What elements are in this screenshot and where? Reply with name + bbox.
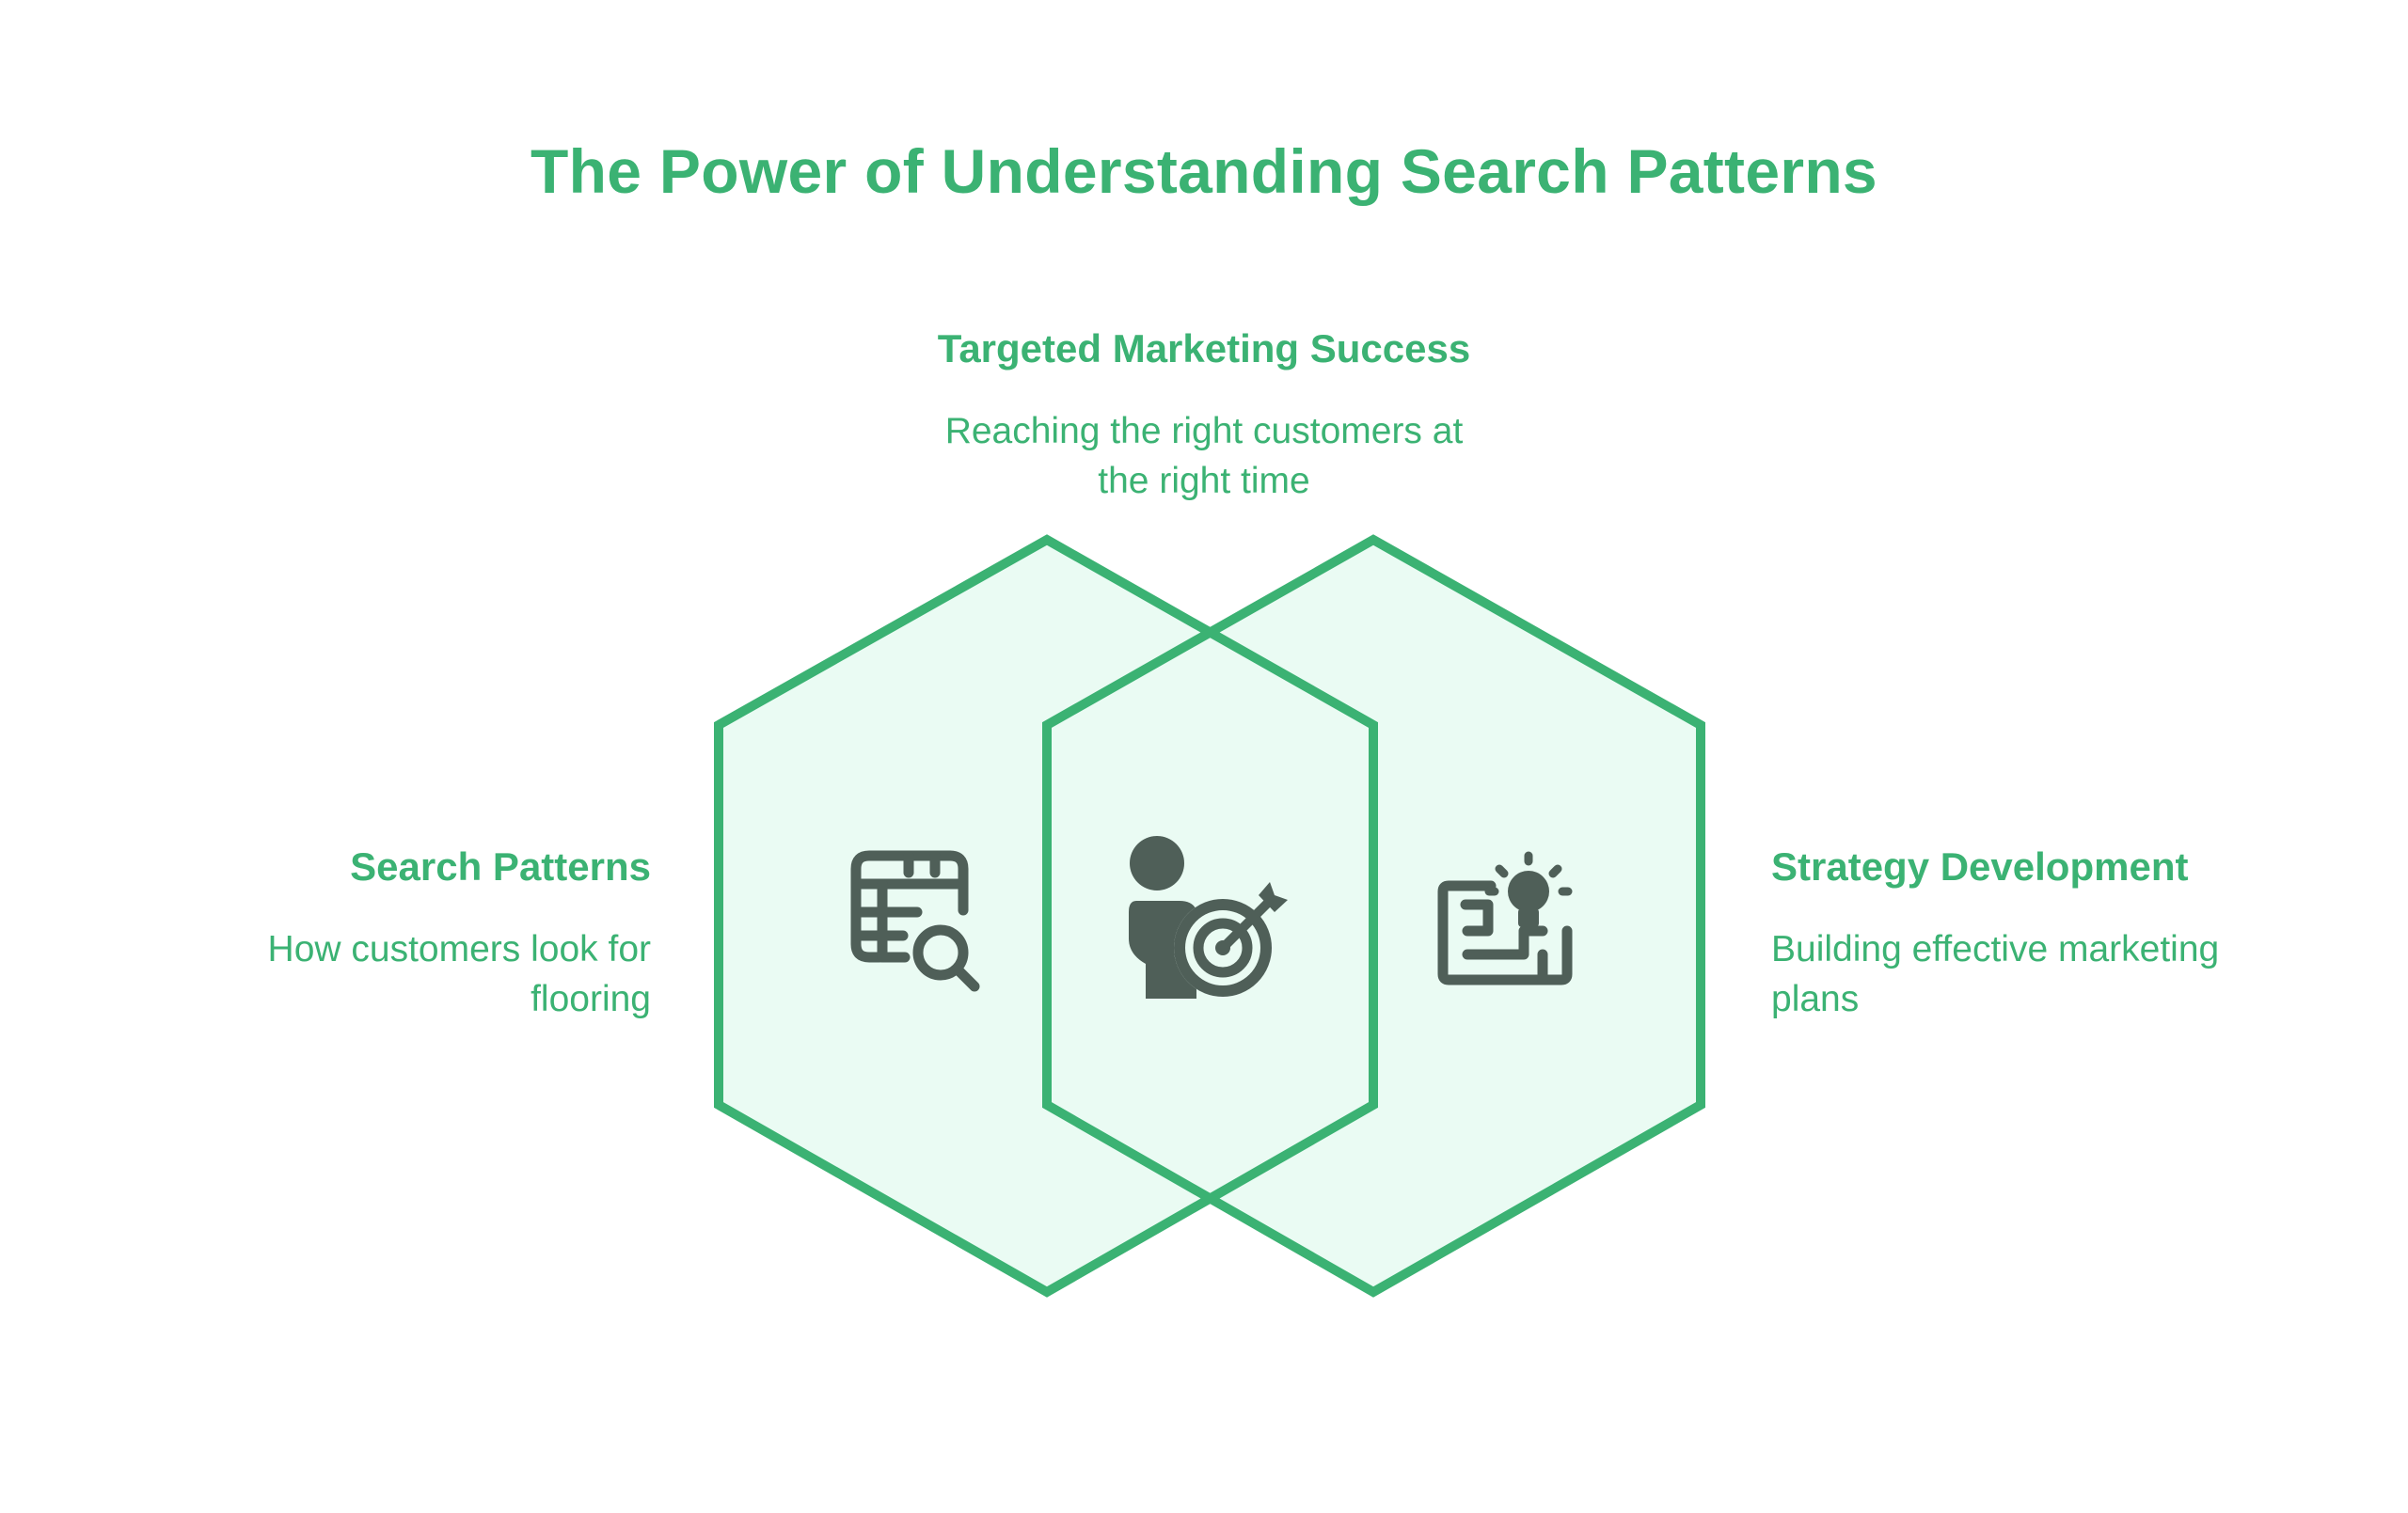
left-hexagon-outline [714,534,1378,1298]
strategy-development-block: Strategy Development Building effective … [1771,843,2219,1024]
search-patterns-desc: How customers look for flooring [268,924,651,1024]
targeted-marketing-label: Targeted Marketing Success [937,326,1471,370]
targeted-marketing-desc-line-1: Reaching the right customers at [944,411,1464,451]
person-target-icon [1129,836,1288,999]
targeted-marketing-block: Targeted Marketing Success Reaching the … [875,324,1533,506]
strategy-development-label: Strategy Development [1771,844,2189,889]
search-patterns-desc-line-1: How customers look for [267,929,651,969]
table-search-icon [850,850,980,992]
targeted-marketing-desc: Reaching the right customers at the righ… [875,406,1533,506]
strategy-development-desc-line-1: Building effective marketing [1771,929,2220,969]
right-hexagon-outline [1042,534,1705,1298]
targeted-marketing-desc-line-2: the right time [1098,461,1310,501]
page-title: The Power of Understanding Search Patter… [531,136,1877,206]
strategy-development-desc-line-2: plans [1771,979,1860,1019]
search-patterns-label: Search Patterns [350,844,651,889]
strategy-development-desc: Building effective marketing plans [1771,924,2219,1024]
maze-lightbulb-icon [1437,851,1573,985]
search-patterns-block: Search Patterns How customers look for f… [268,843,651,1024]
search-patterns-desc-line-2: flooring [531,979,651,1019]
